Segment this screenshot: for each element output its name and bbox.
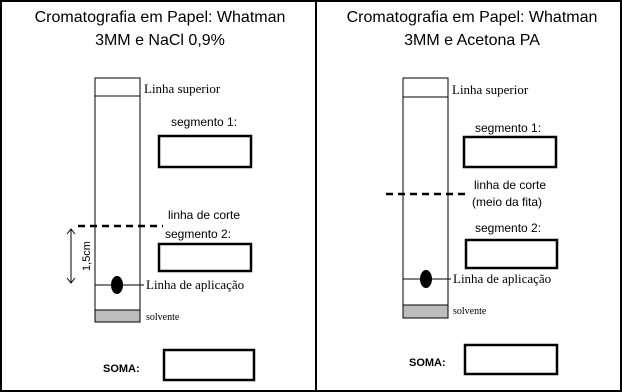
arrow-down-icon xyxy=(66,277,76,284)
panel-left-title-line2: 3MM e NaCl 0,9% xyxy=(95,32,225,49)
panel-left: Cromatografia em Papel: Whatman 3MM e Na… xyxy=(35,9,286,382)
label-top-line: Linha superior xyxy=(452,82,529,97)
label-top-line: Linha superior xyxy=(144,81,221,96)
panel-right: Cromatografia em Papel: Whatman 3MM e Ac… xyxy=(347,9,598,376)
sample-spot xyxy=(420,270,432,288)
segment1-label: segmento 1: xyxy=(475,121,541,135)
application-label: Linha de aplicação xyxy=(453,271,551,286)
segment2-label: segmento 2: xyxy=(165,227,231,241)
segment1-box xyxy=(157,134,253,169)
sample-spot xyxy=(111,276,123,294)
application-label: Linha de aplicação xyxy=(146,277,244,292)
segment2-label: segmento 2: xyxy=(475,221,541,235)
segment2-box xyxy=(464,238,559,270)
solvent-label: solvente xyxy=(146,312,180,323)
segment1-label: segmento 1: xyxy=(171,115,237,129)
panel-right-title-line2: 3MM e Acetona PA xyxy=(404,32,540,49)
sum-box xyxy=(162,348,256,382)
solvent-block xyxy=(94,309,141,323)
panel-right-title-line1: Cromatografia em Papel: Whatman xyxy=(347,9,598,26)
solvent-label: solvente xyxy=(453,306,487,317)
sum-label: SOMA: xyxy=(103,363,140,375)
solvent-block xyxy=(402,304,449,319)
arrow-up-icon xyxy=(66,228,76,235)
panel-left-title-line1: Cromatografia em Papel: Whatman xyxy=(35,9,286,26)
cut-line-note: (meio da fita) xyxy=(472,195,542,209)
distance-label: 1,5cm xyxy=(81,241,93,271)
sum-box xyxy=(463,343,559,376)
cut-line-label: linha de corte xyxy=(474,178,546,192)
cut-line-label: linha de corte xyxy=(168,208,240,222)
segment1-box xyxy=(462,135,558,169)
sum-label: SOMA: xyxy=(409,357,446,369)
segment2-box xyxy=(157,242,253,273)
